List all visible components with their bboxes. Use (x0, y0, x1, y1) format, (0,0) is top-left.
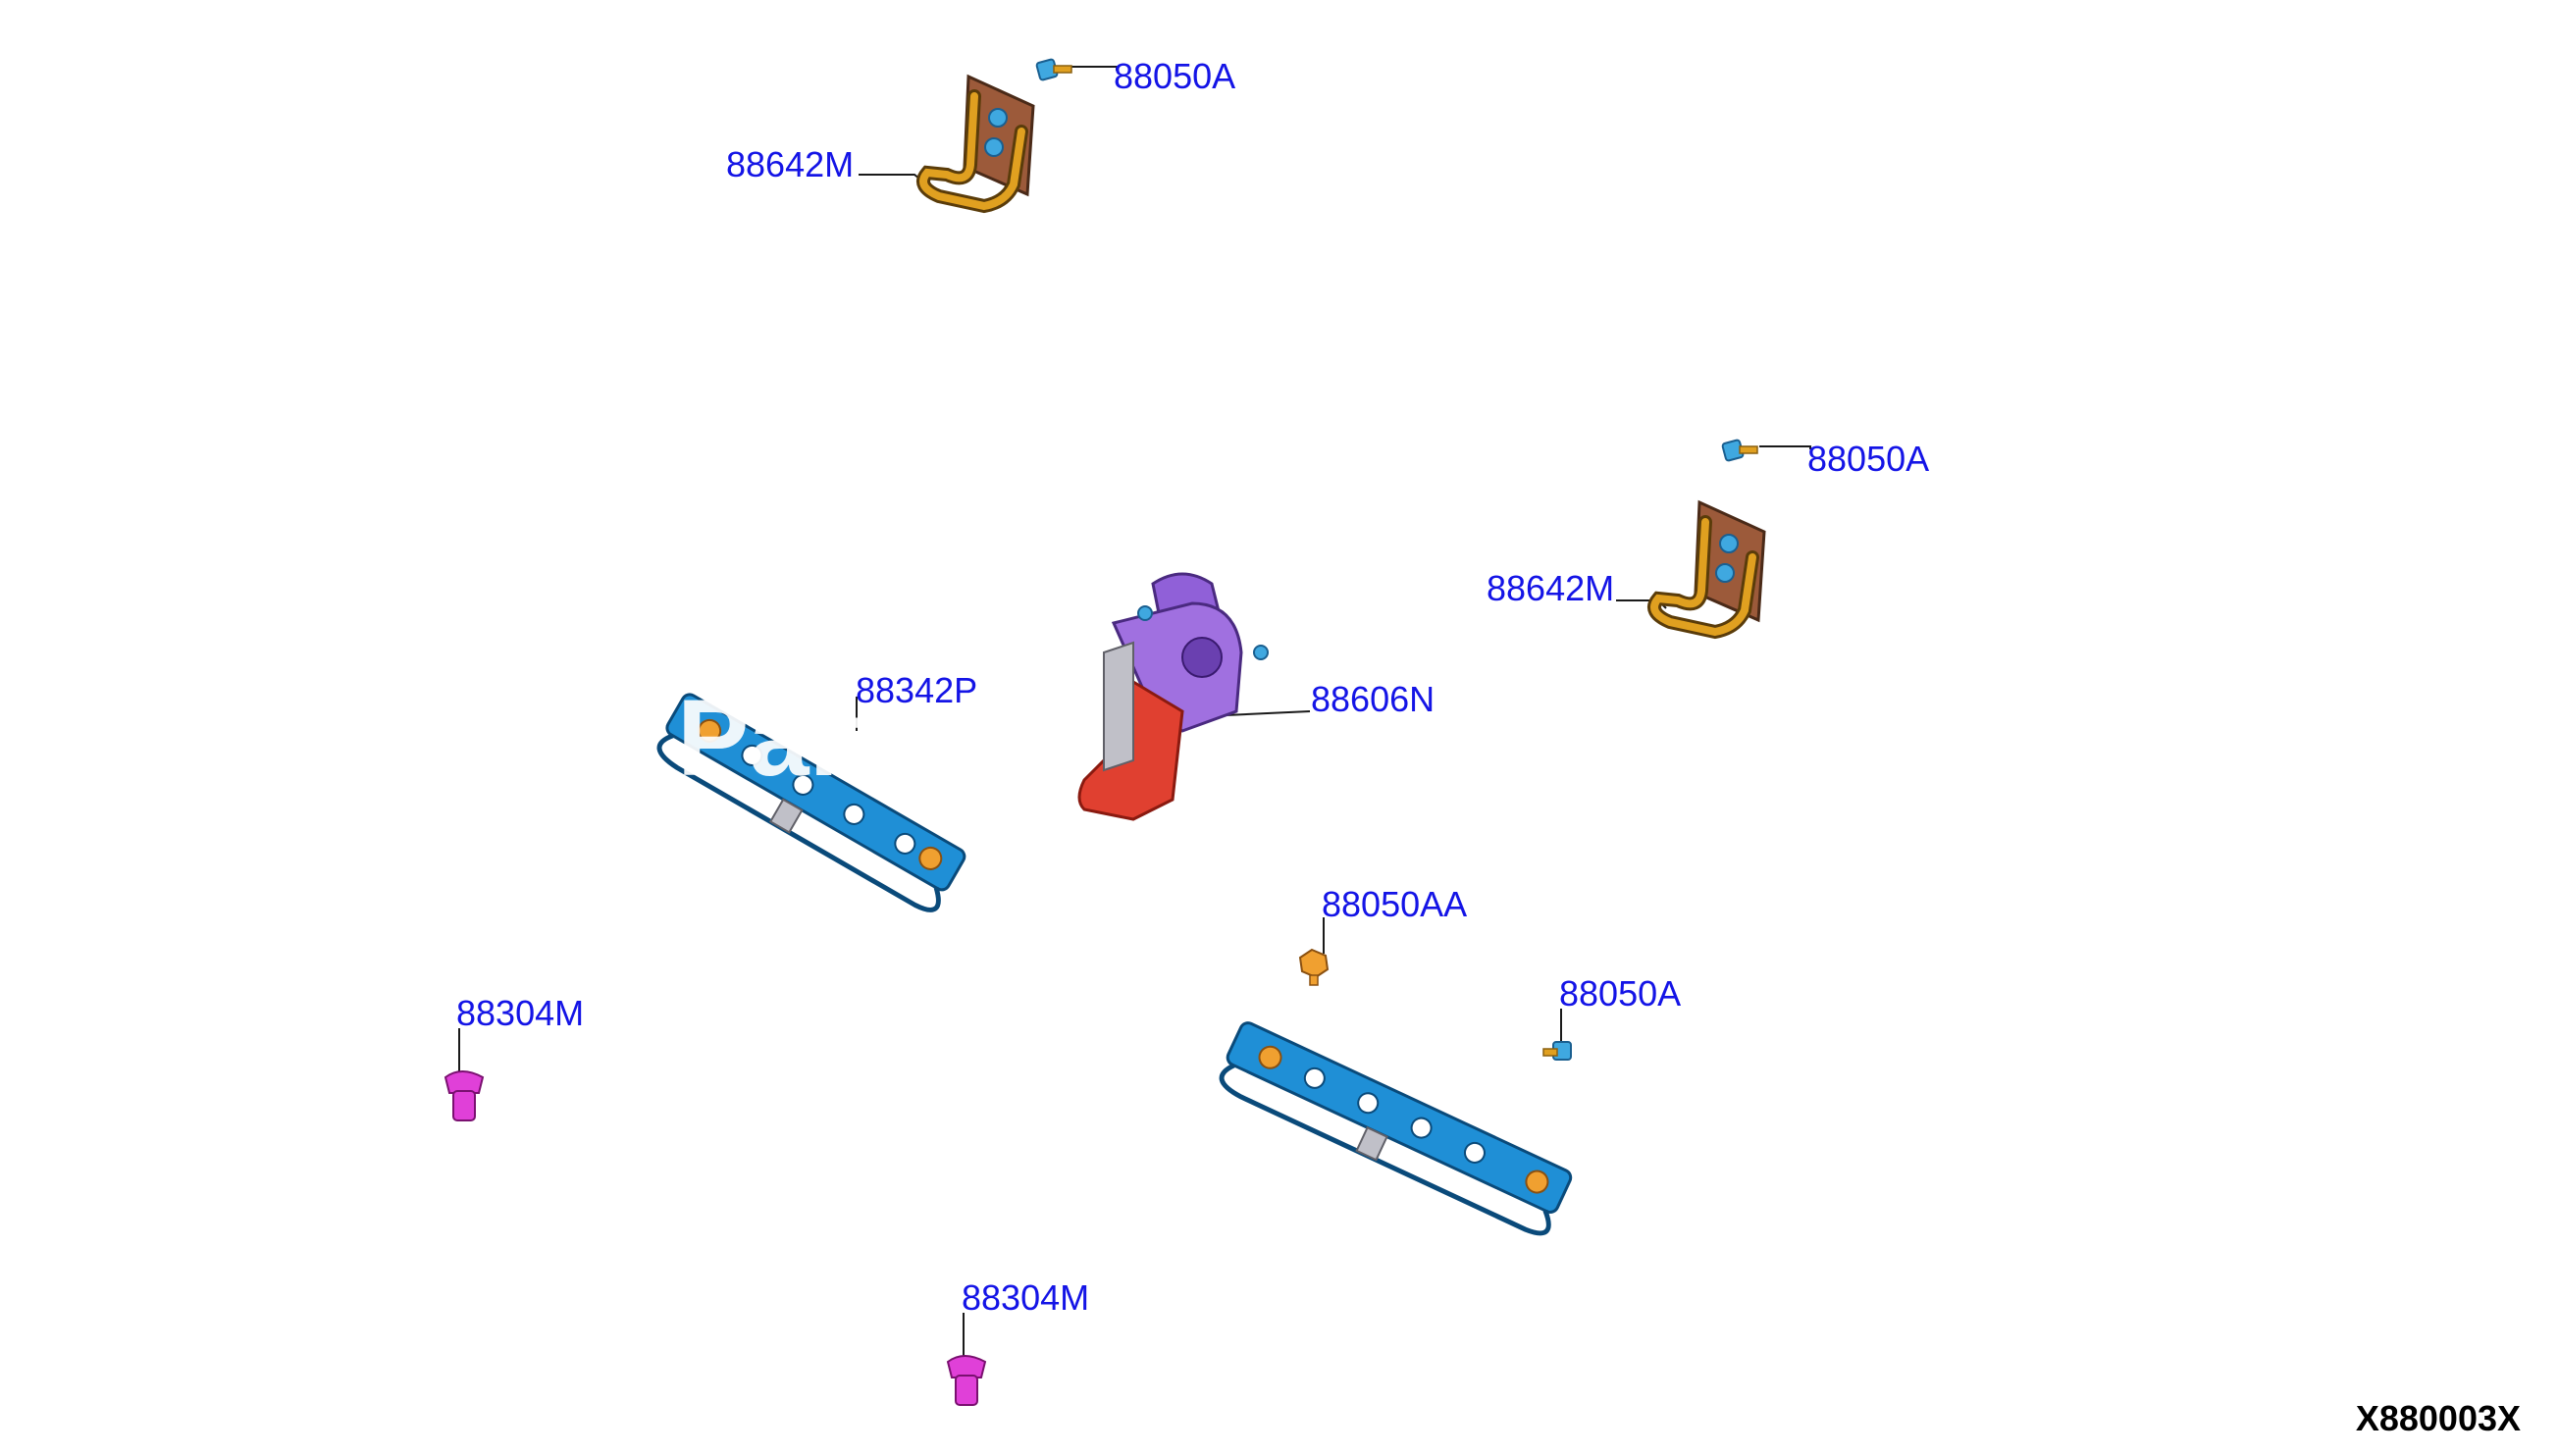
diagram-id: X880003X (2355, 1398, 2521, 1438)
seat-hook-bracket-icon[interactable] (916, 74, 1035, 214)
callout-label[interactable]: 88342P (856, 670, 978, 710)
watermark: Parts (677, 678, 947, 799)
seat-hook-bracket-icon[interactable] (1647, 499, 1766, 640)
callout-label[interactable]: 88606N (1311, 679, 1436, 719)
seat-pivot-assembly-icon[interactable] (1077, 572, 1269, 821)
seat-rail-bracket-icon[interactable] (652, 692, 967, 915)
leader-c1 (1070, 66, 1118, 71)
callout-label[interactable]: 88050AA (1322, 884, 1468, 924)
leader-c2 (859, 174, 925, 183)
callout-label[interactable]: 88050A (1114, 56, 1236, 96)
nut-icon[interactable] (1298, 948, 1330, 986)
bolt-icon[interactable] (1721, 439, 1758, 462)
leader-c3 (1759, 445, 1811, 449)
clip-icon[interactable] (444, 1070, 485, 1121)
clip-icon[interactable] (946, 1355, 987, 1406)
callout-label[interactable]: 88050A (1559, 973, 1682, 1014)
callout-label[interactable]: 88304M (456, 993, 585, 1033)
bolt-icon[interactable] (1035, 58, 1072, 81)
bolt-icon[interactable] (1542, 1041, 1572, 1061)
callout-label[interactable]: 88050A (1807, 439, 1930, 479)
callout-label[interactable]: 88304M (962, 1277, 1090, 1318)
callout-label[interactable]: 88642M (726, 144, 855, 184)
callout-label[interactable]: 88642M (1487, 568, 1615, 608)
seat-rail-bracket-icon[interactable] (1215, 1020, 1574, 1238)
